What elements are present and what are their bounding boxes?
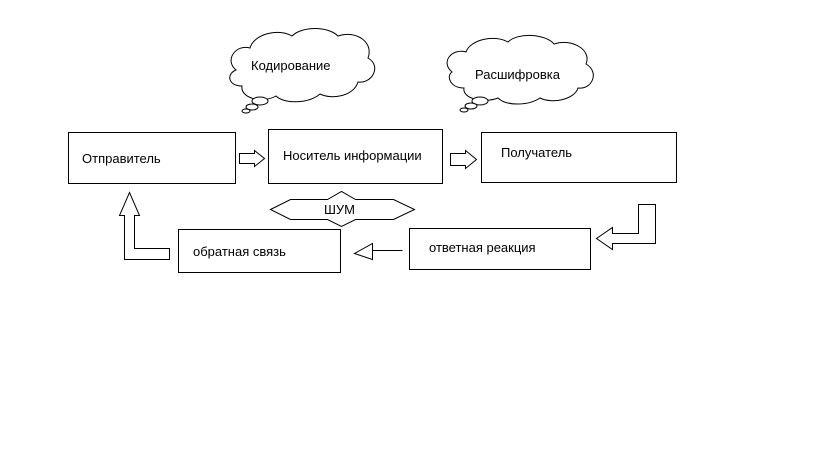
cloud-decoding-tail-2 <box>464 102 478 110</box>
arrow-receiver-to-response <box>595 204 656 251</box>
node-carrier-label: Носитель информации <box>283 148 422 163</box>
node-receiver: Получатель <box>481 132 677 183</box>
arrow-carrier-to-receiver <box>450 149 478 170</box>
node-feedback-box <box>178 229 341 273</box>
noise-label: ШУМ <box>324 202 355 217</box>
cloud-encoding-label: Кодирование <box>251 58 331 73</box>
node-feedback-label: обратная связь <box>193 244 286 259</box>
arrow-sender-to-carrier <box>239 149 266 168</box>
cloud-decoding-tail-1 <box>471 96 489 106</box>
node-response: ответная реакция <box>409 228 591 270</box>
cloud-decoding-tail-3 <box>459 107 469 113</box>
node-carrier-box <box>268 129 443 184</box>
arrow-feedback-to-sender <box>118 191 170 260</box>
cloud-encoding-tail-3 <box>241 108 251 114</box>
node-response-label: ответная реакция <box>429 240 536 255</box>
node-sender: Отправитель <box>68 132 236 184</box>
cloud-decoding-label: Расшифровка <box>475 67 561 82</box>
node-sender-label: Отправитель <box>82 151 161 166</box>
node-feedback: обратная связь <box>178 229 341 273</box>
noise-arrow-shape <box>269 190 416 228</box>
node-receiver-box <box>481 132 677 183</box>
cloud-decoding: Расшифровка <box>446 35 594 113</box>
node-sender-box <box>68 132 236 184</box>
cloud-encoding: Кодирование <box>229 28 376 114</box>
arrow-response-to-feedback <box>353 242 403 261</box>
node-carrier: Носитель информации <box>268 129 443 184</box>
cloud-encoding-tail-1 <box>251 96 269 106</box>
noise-indicator: ШУМ <box>269 190 416 228</box>
cloud-encoding-tail-2 <box>245 103 259 111</box>
node-response-box <box>409 228 591 270</box>
node-receiver-label: Получатель <box>501 145 572 160</box>
